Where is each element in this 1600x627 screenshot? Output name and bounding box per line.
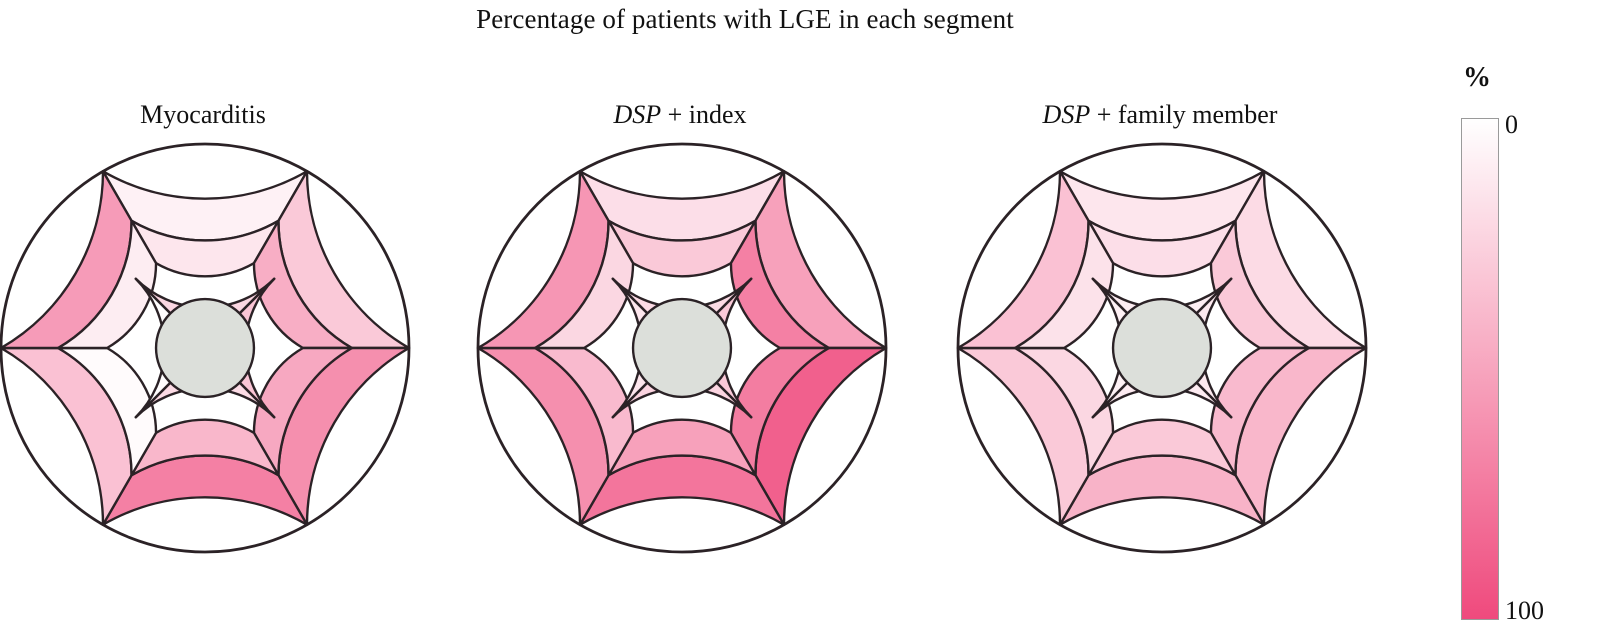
bullseye-chart (476, 142, 888, 559)
segment-apex (154, 297, 256, 399)
panel-label: Myocarditis (0, 100, 413, 130)
segment-mid-6 (1013, 219, 1115, 350)
panel-label: DSP + index (470, 100, 890, 130)
bullseye-panel-dsp-family-member: DSP + family member (950, 100, 1370, 600)
bullseye-panel-dsp-index: DSP + index (470, 100, 890, 600)
bullseye-chart (0, 142, 411, 559)
colorbar-tick-max: 100 (1505, 596, 1544, 625)
bullseye-chart (956, 142, 1368, 559)
panel-label-italic: DSP (613, 100, 662, 129)
panel-label-plain: + family member (1090, 100, 1278, 129)
panel-label: DSP + family member (950, 100, 1370, 130)
colorbar-gradient (1461, 118, 1499, 620)
bullseye-panel-myocarditis: Myocarditis (0, 100, 413, 600)
segment-mid-6 (56, 219, 158, 350)
figure-title: Percentage of patients with LGE in each … (476, 4, 1014, 34)
bullseye-svg (0, 142, 411, 554)
segment-apex (631, 297, 733, 399)
panel-label-plain: + index (661, 100, 747, 129)
segment-mid-6 (533, 219, 635, 350)
panel-label-plain: Myocarditis (140, 100, 266, 129)
colorbar-tick-min: 0 (1505, 110, 1518, 139)
bullseye-outline (476, 142, 888, 554)
bullseye-svg (956, 142, 1368, 554)
colorbar-unit-label: % (1463, 62, 1491, 93)
segment-apex (1111, 297, 1213, 399)
bullseye-outline (956, 142, 1368, 554)
bullseye-svg (476, 142, 888, 554)
bullseye-outline (0, 142, 411, 554)
panel-label-italic: DSP (1042, 100, 1091, 129)
